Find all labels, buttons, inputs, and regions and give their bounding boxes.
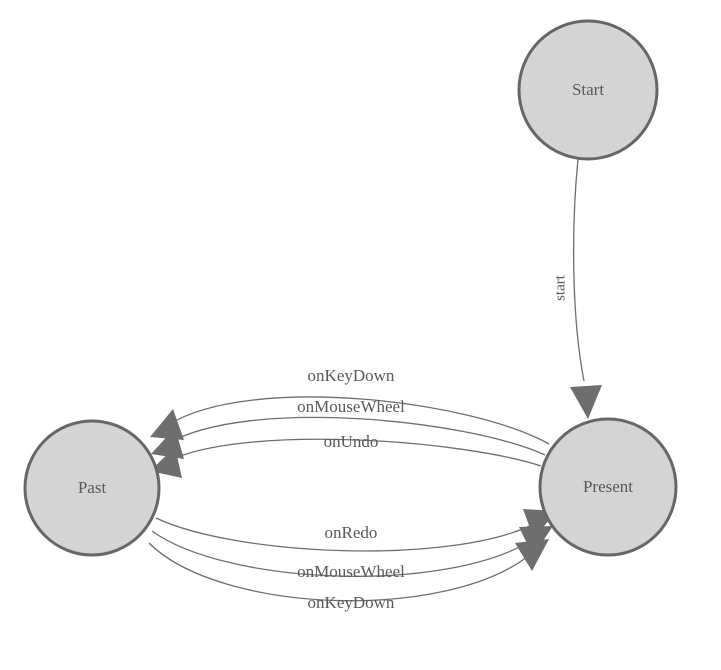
edge-label-present-past-onmousewheel: onMouseWheel bbox=[297, 397, 405, 416]
edge-label-present-past-onundo: onUndo bbox=[324, 432, 379, 451]
node-start-circle bbox=[517, 19, 659, 161]
node-past-circle bbox=[23, 419, 161, 557]
edge-past-to-present-onkeydown-arrowhead bbox=[515, 539, 549, 571]
edge-start-to-present-path bbox=[572, 158, 585, 382]
node-present-label: Present bbox=[583, 477, 633, 496]
node-past-label: Past bbox=[78, 478, 107, 497]
edge-label-past-present-onredo: onRedo bbox=[325, 523, 378, 542]
edge-label-past-present-onmousewheel: onMouseWheel bbox=[297, 562, 405, 581]
edge-start-to-present[interactable] bbox=[570, 158, 602, 419]
edge-present-to-past-onkeydown-path bbox=[167, 396, 550, 445]
edge-past-to-present-onkeydown[interactable] bbox=[148, 539, 549, 602]
edge-present-to-past-onundo-path bbox=[167, 438, 542, 467]
edge-label-present-past-onkeydown: onKeyDown bbox=[308, 366, 395, 385]
edge-label-past-present-onkeydown: onKeyDown bbox=[308, 593, 395, 612]
edge-past-to-present-onkeydown-path bbox=[148, 542, 533, 602]
edge-label-start: start bbox=[552, 274, 568, 301]
edge-present-to-past-onmousewheel-path bbox=[168, 416, 546, 456]
edge-start-to-present-arrowhead bbox=[570, 385, 602, 419]
node-present-circle bbox=[538, 417, 678, 557]
node-start[interactable]: Start bbox=[517, 19, 659, 161]
edge-present-to-past-onkeydown-arrowhead bbox=[150, 409, 184, 440]
node-past[interactable]: Past bbox=[23, 419, 161, 557]
edge-past-to-present-onredo-path bbox=[155, 517, 539, 552]
node-start-label: Start bbox=[572, 80, 604, 99]
edge-past-to-present-onmousewheel-path bbox=[151, 530, 536, 577]
node-present[interactable]: Present bbox=[538, 417, 678, 557]
